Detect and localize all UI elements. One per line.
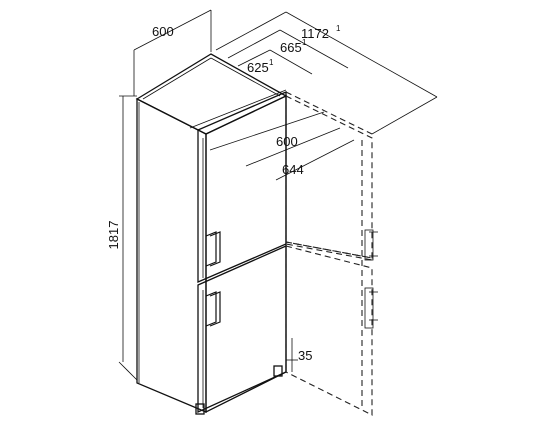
- depth-665-label: 665: [280, 40, 302, 55]
- depth-665-note: 1: [302, 38, 307, 47]
- fridge-left-side: [136, 97, 207, 413]
- upper-door: [197, 91, 287, 283]
- door-clearance-label: 600: [276, 134, 298, 149]
- lower-door: [197, 245, 287, 414]
- height-label: 1817: [106, 221, 121, 250]
- open-door-hinges: [364, 229, 378, 329]
- dimension-lines: [118, 9, 438, 381]
- fridge-body: [135, 53, 288, 415]
- open-door-outline: [285, 91, 378, 416]
- depth-625-label: 625: [247, 60, 269, 75]
- fridge-front-face: [205, 94, 287, 414]
- wall-gap-label: 35: [298, 348, 312, 363]
- depth-625-note: 1: [269, 58, 274, 67]
- depth-1172-note: 1: [336, 24, 341, 33]
- foot-front-left: [195, 403, 205, 415]
- width-label: 600: [152, 24, 174, 39]
- door-swing-label: 644: [282, 162, 304, 177]
- upper-door-handle: [205, 231, 221, 267]
- depth-1172-label: 1172: [301, 26, 329, 41]
- foot-front-right: [273, 365, 283, 377]
- lower-door-handle: [205, 291, 221, 327]
